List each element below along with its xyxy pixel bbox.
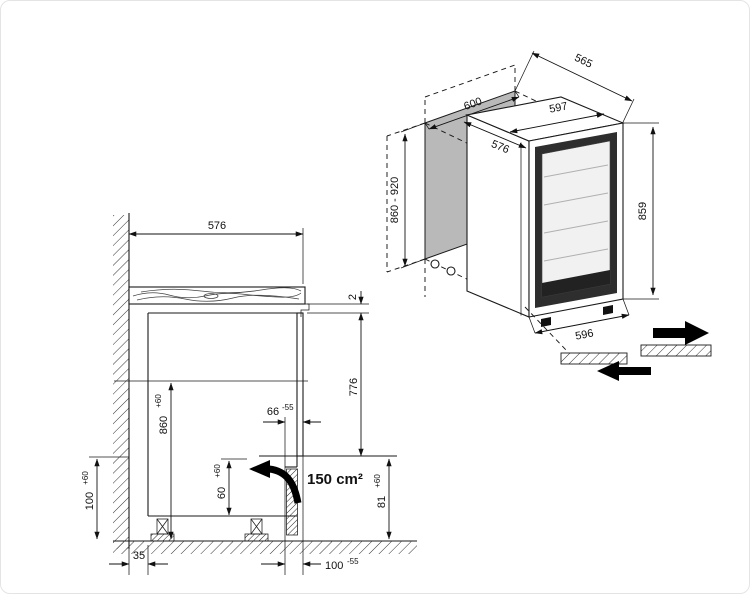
dim-line [531, 52, 633, 102]
dim-plinth-depth-value: 100 [325, 560, 343, 572]
ext-line [400, 122, 426, 269]
section-view: 576 2 776 860 +60 100 +60 [81, 213, 417, 575]
rear-roller [430, 259, 440, 269]
floor [113, 540, 417, 554]
dim-niche-height-tolerance: +60 [154, 394, 163, 408]
dim-counter-gap-label: 2 [347, 294, 359, 300]
dim-appliance-height-label: 859 [637, 202, 649, 220]
dim-wall-distance-label: 35 [133, 550, 145, 562]
dim-vent-height: 60 +60 [213, 458, 247, 516]
ext-line [528, 298, 630, 334]
dim-plinth-height: 81 +60 [373, 458, 392, 540]
dim-niche-height-value: 860 [158, 416, 170, 434]
door-section [296, 312, 304, 457]
rear-roller [446, 266, 456, 276]
dim-niche-height: 860 +60 [154, 382, 174, 540]
dim-appliance-bottom-width-label: 596 [574, 327, 594, 342]
dim-niche-width-label: 600 [462, 95, 483, 112]
ext-line [307, 303, 369, 314]
plinth-strip [640, 344, 712, 357]
dim-vent-height-tolerance: +60 [213, 464, 222, 478]
dim-niche-depth: 565 [514, 50, 635, 140]
dim-door-height-label: 776 [348, 378, 360, 396]
vent-detail [524, 306, 712, 381]
foot-base [244, 533, 269, 542]
vent-area-label: 150 cm² [307, 471, 363, 488]
floor-hatch [113, 541, 417, 554]
dim-counter-gap: 2 [307, 291, 369, 314]
ext-line [424, 90, 520, 130]
wood-grain [136, 294, 300, 302]
dim-left-clearance: 100 +60 [81, 456, 129, 540]
wall-hatch [113, 215, 129, 549]
dim-plinth-depth: 100 -55 [261, 557, 359, 572]
dim-wall-distance: 35 [109, 545, 168, 575]
dim-door-height: 776 [348, 312, 364, 457]
vent-connector [524, 306, 568, 352]
dim-top-width-label: 576 [208, 220, 226, 232]
airflow-in-arrow [597, 361, 651, 381]
foot-cross [156, 518, 169, 535]
plinth-vent [249, 417, 304, 575]
dim-left-clearance-tolerance: +60 [81, 471, 90, 485]
adjustable-foot [150, 518, 175, 542]
dim-line [463, 121, 527, 149]
foot-cross [250, 518, 263, 535]
airflow-arrowhead [249, 460, 270, 478]
appliance-foot [603, 305, 613, 315]
wood-grain [132, 292, 302, 299]
dim-line [534, 313, 630, 335]
dim-vent-height-value: 60 [216, 487, 228, 499]
kick-grille [542, 270, 610, 297]
appliance-section [114, 303, 397, 542]
airflow-curved-arrow [268, 465, 302, 504]
dim-niche-depth-label: 565 [572, 52, 594, 71]
dim-top-width: 576 [128, 220, 304, 284]
wood-grain [140, 287, 302, 294]
countertop [128, 286, 306, 305]
dim-appliance-height: 859 [623, 122, 659, 300]
wood-knot [203, 293, 219, 299]
countertop-slab-hidden [424, 64, 516, 123]
dim-niche-width: 600 [424, 90, 520, 130]
dim-plinth-height-tolerance: +60 [373, 474, 382, 488]
dim-niche-height-range-label: 860 - 920 [389, 177, 401, 223]
dim-left-clearance-value: 100 [84, 492, 96, 510]
appliance-iso [465, 96, 625, 327]
shelf-lines [543, 164, 609, 262]
foot-base [150, 533, 175, 542]
ext-line [623, 122, 659, 300]
appliance-foot [541, 317, 551, 327]
airflow-out-arrow [653, 321, 709, 345]
dim-recess: 66 -55 [263, 403, 321, 425]
dim-recess-value: 66 [267, 406, 279, 418]
iso-view: 600 860 - 920 565 597 [386, 50, 712, 381]
door-top-bracket [295, 303, 310, 317]
dim-plinth-height-value: 81 [376, 496, 388, 508]
plinth-strip [560, 352, 628, 365]
countertop-slab [128, 286, 306, 305]
dim-appliance-top-width-label: 597 [548, 100, 568, 115]
dim-plinth-depth-tolerance: -55 [347, 557, 359, 566]
adjustable-foot [244, 518, 269, 542]
dim-niche-height-range: 860 - 920 [389, 122, 426, 269]
dim-recess-tolerance: -55 [282, 403, 294, 412]
section-dimensions: 576 2 776 860 +60 100 +60 [81, 220, 392, 575]
dim-line [428, 96, 520, 130]
dim-appliance-bottom-width: 596 [528, 298, 630, 343]
